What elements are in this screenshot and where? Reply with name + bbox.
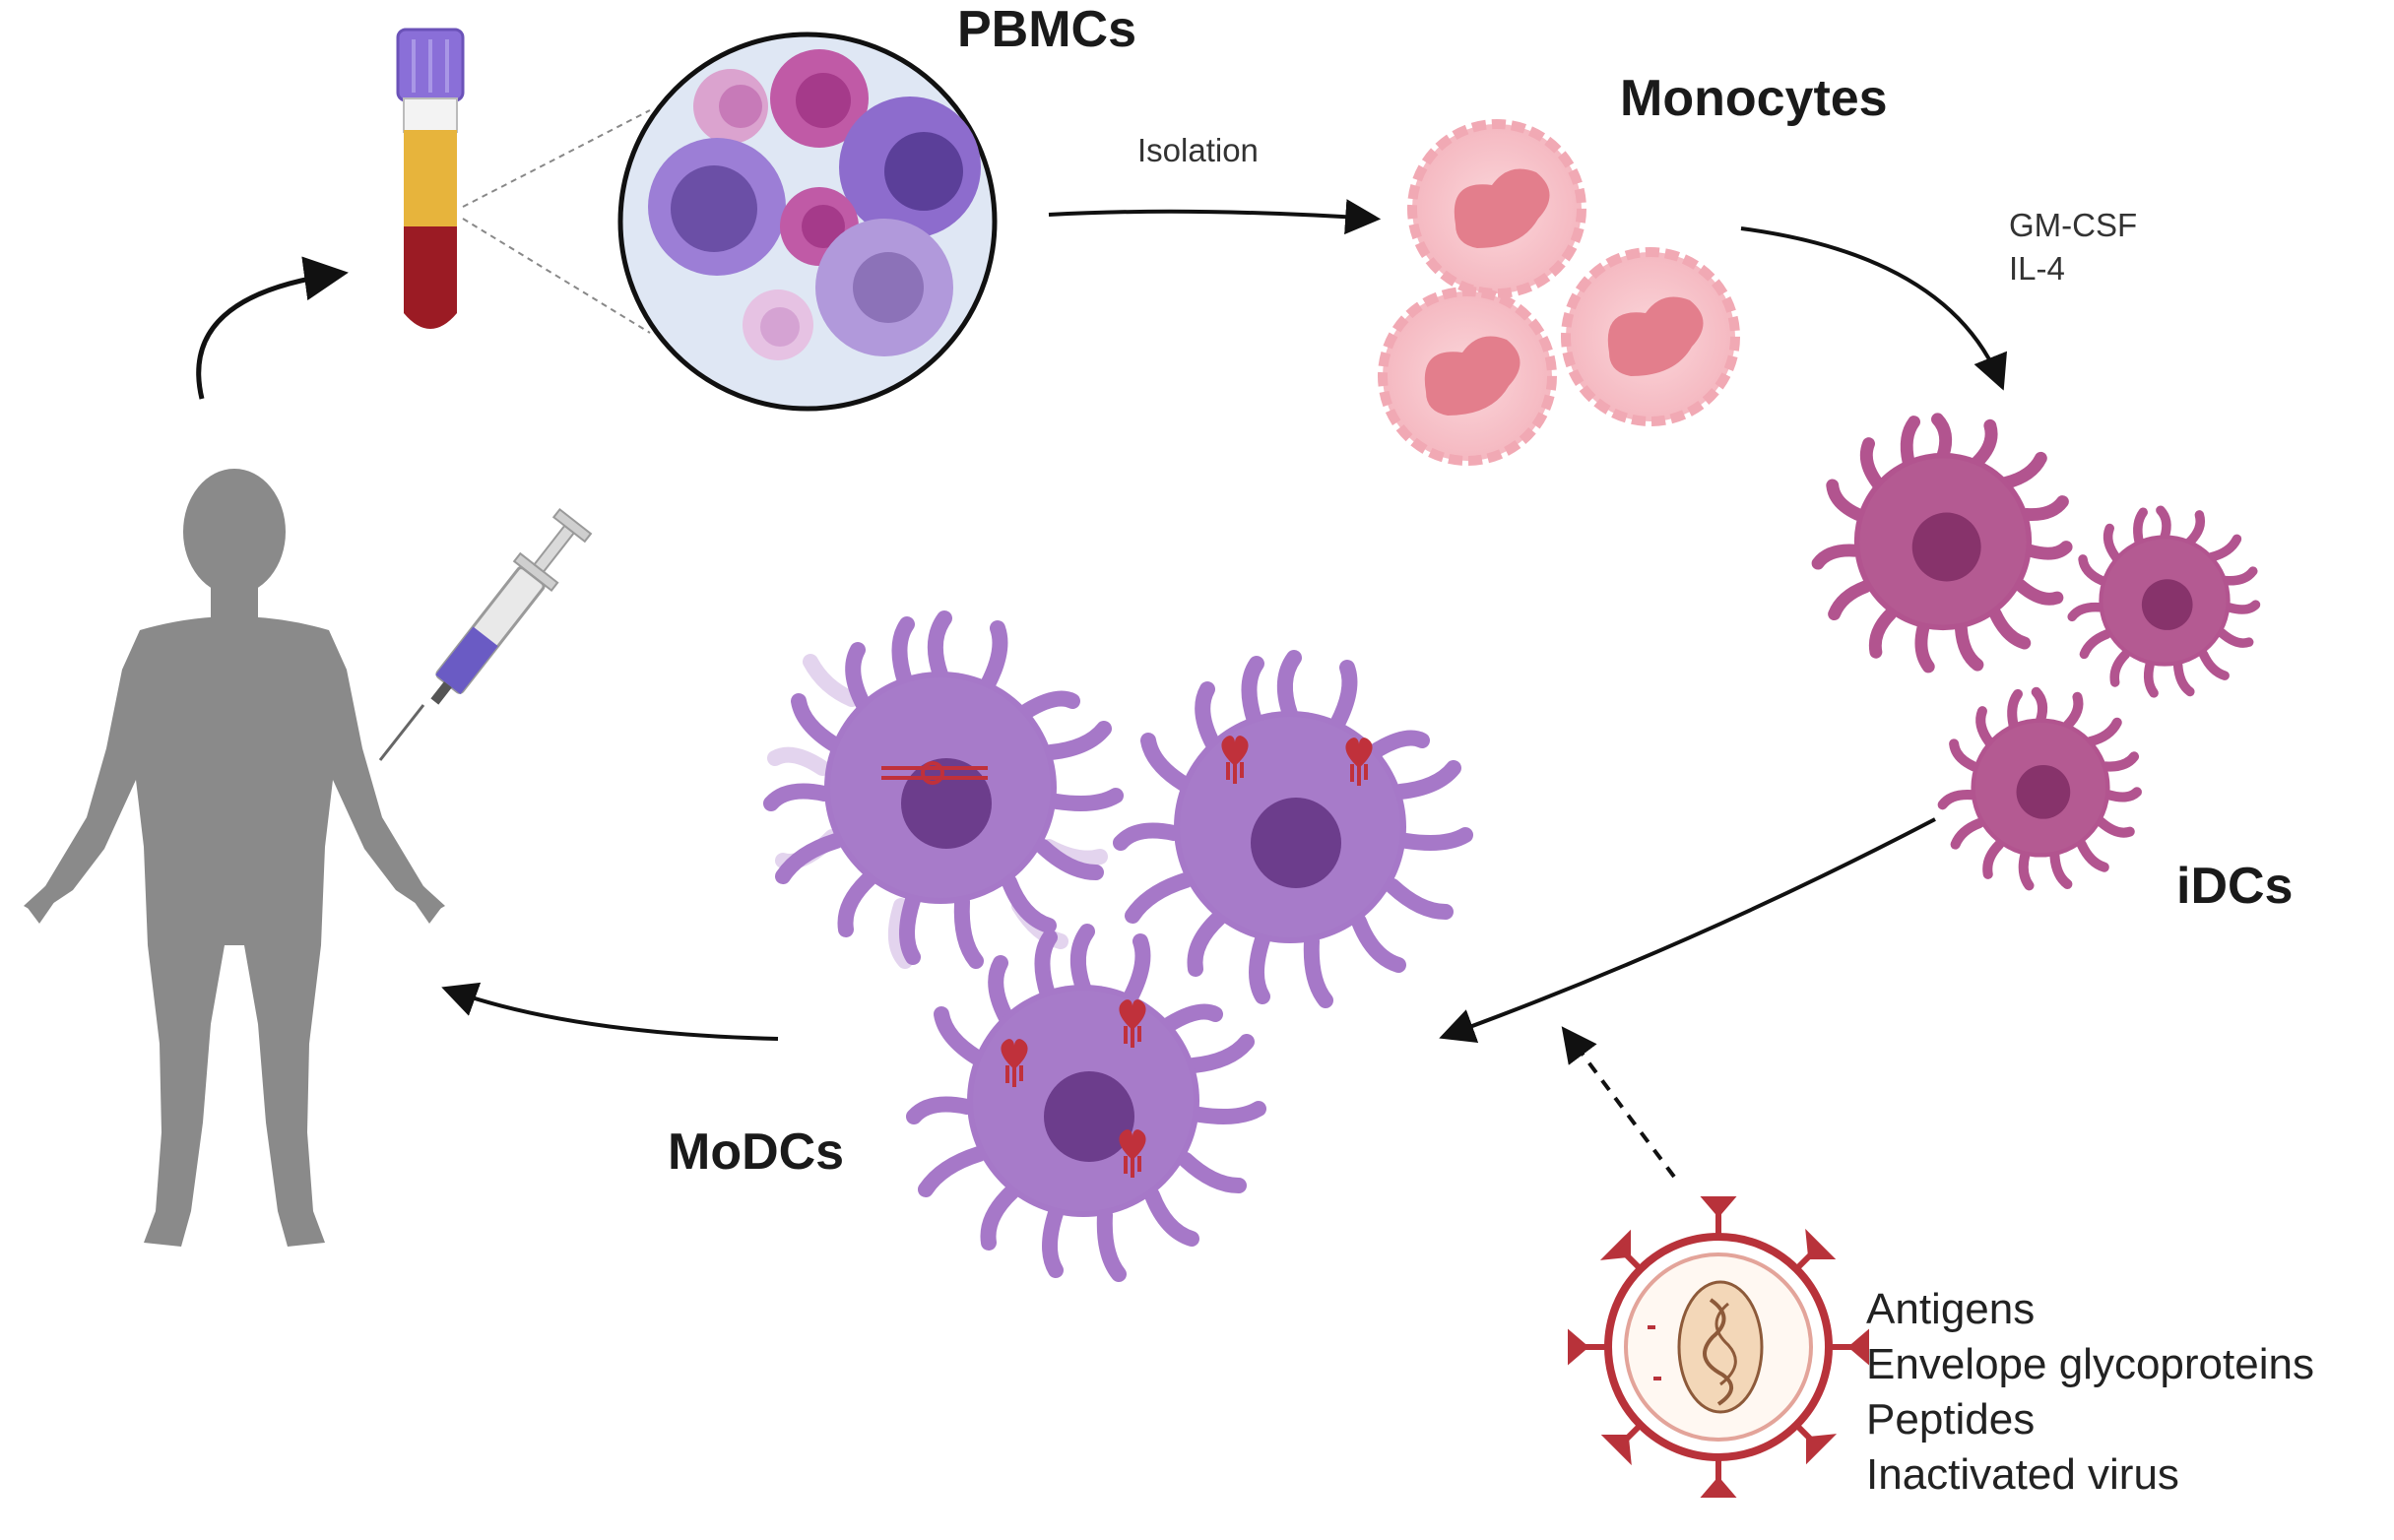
arrow-isolation [1048,199,1382,235]
arrow-blood-draw [196,256,349,400]
idc-cell [1943,692,2137,886]
modc-cell [771,618,1116,969]
zoom-lines [462,109,651,334]
label-idcs: iDCs [2176,858,2294,915]
monocyte-cell [1407,119,1586,298]
monocyte-cell [1561,247,1740,426]
label-monocytes: Monocytes [1620,70,1888,127]
idc-cell [2072,510,2255,693]
virus-icon [1568,1196,1869,1498]
human-figure-icon [24,469,445,1247]
arrow-differentiation [1740,226,2007,391]
label-pbmcs: PBMCs [957,1,1137,58]
pbmc-cell [693,69,768,144]
pbmc-cell [648,138,786,276]
idc-cell [1818,419,2066,667]
antigen-source-item: Peptides [1866,1395,2036,1444]
arrow-reinfusion [441,982,779,1041]
antigen-sources-list: Antigens Envelope glycoproteins Peptides… [1866,1282,2314,1503]
blood-tube-icon [396,28,465,329]
pbmc-cell [770,49,869,148]
antigen-source-item: Envelope glycoproteins [1866,1340,2314,1388]
antigen-source-item: Antigens [1866,1285,2036,1333]
label-modcs: MoDCs [668,1123,845,1181]
antigen-source-item: Inactivated virus [1866,1450,2179,1499]
pbmc-magnified-circle [617,32,998,412]
pbmc-cell [815,219,953,356]
arrow-maturation [1439,817,1936,1044]
modc-cell [914,931,1259,1274]
modc-cell [1121,658,1465,1000]
pbmc-cell [839,96,981,238]
label-il-4: IL-4 [2009,250,2065,287]
monocyte-cell [1378,287,1557,466]
pbmc-cell [743,289,813,360]
syringe-icon [378,507,593,761]
label-isolation: Isolation [1137,132,1259,168]
label-gm-csf: GM-CSF [2009,207,2138,243]
arrow-antigen-loading [1561,1026,1676,1179]
